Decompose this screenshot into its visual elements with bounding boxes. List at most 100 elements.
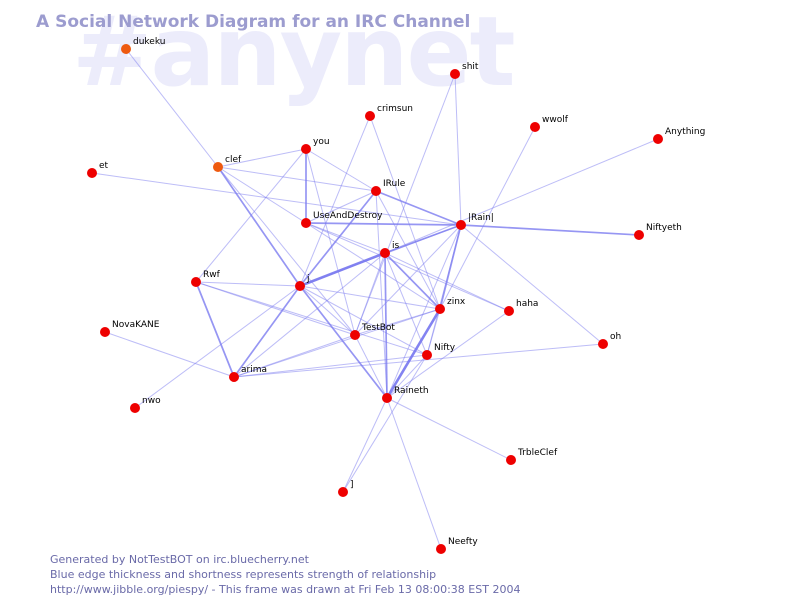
- node-dot: [530, 122, 540, 132]
- edge-Nifty-bracket: [342, 354, 428, 493]
- node-haha: haha: [504, 299, 538, 316]
- edge-shit-TestBot: [354, 73, 456, 336]
- edge-Raineth-bracket: [342, 397, 388, 493]
- edge-j-arima: [233, 285, 301, 378]
- edge-clef-j: [217, 166, 301, 287]
- node-Anything: Anything: [653, 127, 705, 144]
- node-dot: [422, 350, 432, 360]
- edge-clef-TestBot: [217, 166, 356, 336]
- edge-IRule-UseAndDestroy: [305, 190, 377, 224]
- node-NovaKANE: NovaKANE: [100, 320, 160, 337]
- node-et: et: [87, 161, 109, 178]
- node-dot: [130, 403, 140, 413]
- node-dot: [295, 281, 305, 291]
- edge-Raineth-TrbleClef: [386, 397, 512, 461]
- node-Niftyeth: Niftyeth: [634, 223, 682, 240]
- edge-NovaKANE-arima: [104, 331, 235, 378]
- node-is: is: [380, 241, 400, 258]
- edge-zinx-Nifty: [426, 308, 441, 356]
- node-label: Niftyeth: [646, 223, 682, 233]
- edge-IRule-Rain: [375, 190, 462, 226]
- node-dukeku: dukeku: [121, 37, 165, 54]
- node-label: is: [392, 241, 400, 251]
- channel-watermark: #anynet: [72, 0, 515, 108]
- edge-j-Nifty: [299, 285, 428, 356]
- node-dot: [213, 162, 223, 172]
- node-dot: [634, 230, 644, 240]
- edge-j-TestBot: [299, 285, 356, 336]
- node-wwolf: wwolf: [530, 115, 569, 132]
- node-Neefty: Neefty: [436, 537, 478, 554]
- edge-is-arima: [233, 252, 386, 378]
- node-dot: [191, 277, 201, 287]
- edge-Nifty-Raineth: [386, 354, 428, 399]
- node-dot: [435, 304, 445, 314]
- edge-Rain-Niftyeth: [460, 224, 640, 236]
- node-oh: oh: [598, 332, 621, 349]
- node-label: arima: [241, 365, 267, 375]
- node-label: crimsun: [377, 104, 413, 114]
- edge-Rwf-j: [195, 281, 301, 287]
- node-label: wwolf: [542, 115, 569, 125]
- edge-you-IRule: [305, 148, 377, 192]
- edge-UseAndDestroy-zinx: [305, 222, 441, 310]
- node-label: shit: [462, 62, 479, 72]
- node-zinx: zinx: [435, 297, 466, 314]
- node-dot: [456, 220, 466, 230]
- node-label: haha: [516, 299, 538, 309]
- node-dot: [506, 455, 516, 465]
- edge-et-Rain: [91, 172, 462, 226]
- node-you: you: [301, 137, 330, 154]
- edge-shit-Rain: [454, 73, 462, 226]
- node-label: zinx: [447, 297, 466, 307]
- node-label: clef: [225, 155, 242, 165]
- edge-Rain-Raineth: [386, 224, 462, 399]
- edge-is-Nifty: [384, 252, 428, 356]
- edge-is-haha: [384, 252, 510, 312]
- node-dot: [598, 339, 608, 349]
- node-Raineth: Raineth: [382, 386, 429, 403]
- edge-layer: [91, 48, 659, 550]
- node-Rwf: Rwf: [191, 270, 221, 287]
- edge-j-Raineth: [299, 285, 388, 399]
- node-dot: [121, 44, 131, 54]
- edge-j-zinx: [299, 285, 441, 310]
- node-label: |Rain|: [468, 213, 494, 223]
- node-label: dukeku: [133, 37, 165, 47]
- edge-haha-Raineth: [386, 310, 510, 399]
- edge-arima-oh: [233, 343, 604, 378]
- node-label: et: [99, 161, 109, 171]
- node-label: oh: [610, 332, 621, 342]
- node-label: NovaKANE: [112, 320, 160, 330]
- node-label: nwo: [142, 396, 161, 406]
- node-dot: [653, 134, 663, 144]
- node-nwo: nwo: [130, 396, 161, 413]
- edge-j-nwo: [134, 285, 301, 409]
- node-Rain: |Rain|: [456, 213, 494, 230]
- edge-UseAndDestroy-haha: [305, 222, 510, 312]
- node-arima: arima: [229, 365, 267, 382]
- node-label: Rwf: [203, 270, 221, 280]
- edge-crimsun-zinx: [369, 115, 441, 310]
- node-clef: clef: [213, 155, 242, 172]
- edge-dukeku-clef: [125, 48, 219, 168]
- node-crimsun: crimsun: [365, 104, 413, 121]
- node-label: UseAndDestroy: [313, 211, 383, 221]
- node-label: Raineth: [394, 386, 429, 396]
- edge-Rain-TestBot: [354, 224, 462, 336]
- edge-j-IRule: [299, 190, 377, 287]
- edge-is-zinx: [384, 252, 441, 310]
- node-dot: [350, 330, 360, 340]
- edge-TestBot-Raineth: [354, 334, 388, 399]
- edge-Rwf-arima: [195, 281, 235, 378]
- node-label: IRule: [383, 179, 406, 189]
- node-label: j: [306, 274, 310, 284]
- node-dot: [338, 487, 348, 497]
- edge-UseAndDestroy-Rain: [305, 222, 462, 226]
- node-Nifty: Nifty: [422, 343, 456, 360]
- node-dot: [229, 372, 239, 382]
- edge-you-TestBot: [305, 148, 356, 336]
